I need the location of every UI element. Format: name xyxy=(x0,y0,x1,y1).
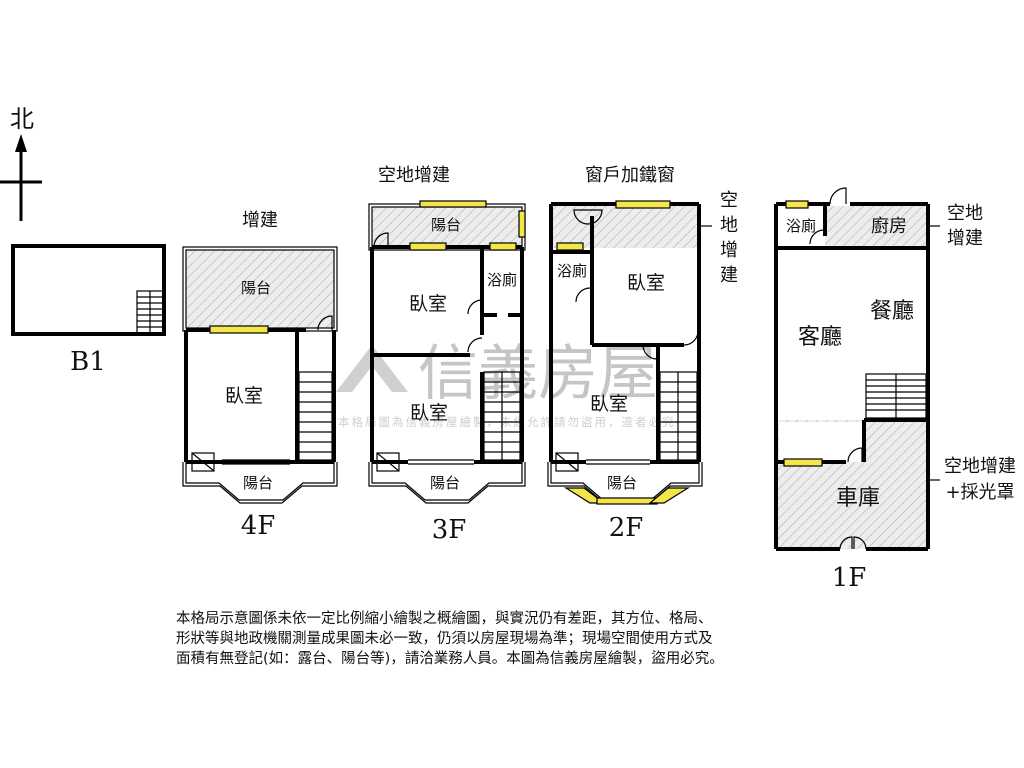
floor-1f: 浴廁 廚房 空地 增建 客廳 餐廳 車庫 空地增建 +採光罩 1F xyxy=(774,187,1016,593)
2f-window-note-label: 窗戶加鐵窗 xyxy=(585,165,675,186)
north-arrow-icon xyxy=(15,134,27,152)
4f-balcony-back-label: 陽台 xyxy=(241,279,271,297)
3f-bedroom-back-label: 臥室 xyxy=(409,293,447,315)
1f-window-garage xyxy=(783,458,823,467)
north-label: 北 xyxy=(10,105,34,133)
4f-bedroom-label: 臥室 xyxy=(225,385,263,407)
2f-balcony-front-label: 陽台 xyxy=(607,474,637,492)
3f-balcony-back-area xyxy=(372,207,522,247)
1f-main-door-icon xyxy=(839,536,867,550)
2f-door-top-icon xyxy=(573,209,603,225)
watermark: 信義房屋 本格局圖為信義房屋繪製，未經允許請勿盜用，違者必究 xyxy=(336,339,674,429)
4f-floor-label: 4F xyxy=(241,511,276,541)
1f-stairs-icon xyxy=(865,373,927,419)
4f-door-icon xyxy=(317,315,333,331)
1f-door-bath-icon xyxy=(809,229,825,245)
2f-window-bay-center xyxy=(596,497,658,505)
2f-door-bath-icon xyxy=(575,287,591,303)
disclaimer-line-2: 形狀等與地政機關測量成果圖未必一致，仍須以房屋現場為準；現場空間使用方式及 xyxy=(176,631,713,647)
3f-bedroom-front-label: 臥室 xyxy=(410,402,448,424)
2f-bathroom-label: 浴廁 xyxy=(557,262,587,280)
3f-door-back-icon xyxy=(373,232,389,248)
3f-stairs-icon xyxy=(483,371,521,461)
1f-living-label: 客廳 xyxy=(798,325,842,350)
3f-window-bedroom xyxy=(409,242,447,251)
4f-stairs-icon xyxy=(298,371,333,461)
2f-stairs-icon xyxy=(659,371,698,461)
3f-door-bath-icon xyxy=(467,299,483,315)
1f-floor-label: 1F xyxy=(832,563,867,593)
4f-annex-label: 增建 xyxy=(242,210,278,231)
4f-balcony-front-outline xyxy=(182,462,338,504)
1f-window-bathroom xyxy=(785,200,809,209)
2f-window-bathroom xyxy=(556,242,584,251)
4f-balcony-front-label: 陽台 xyxy=(243,474,273,492)
3f-window-top xyxy=(419,200,487,208)
2f-side-note-2: 地 xyxy=(720,215,738,236)
2f-side-note-3: 增 xyxy=(720,240,738,261)
1f-bathroom-label: 浴廁 xyxy=(786,217,816,235)
1f-annex-note-1: 空地 xyxy=(947,203,983,224)
1f-garage-note-2: +採光罩 xyxy=(945,482,1014,503)
2f-side-note-1: 空 xyxy=(720,190,738,211)
2f-floor-label: 2F xyxy=(609,513,644,543)
2f-inner-walls xyxy=(551,216,684,462)
2f-window-bay-right xyxy=(648,487,691,504)
b1-outline xyxy=(11,244,166,336)
2f-ac-unit-icon xyxy=(555,452,579,472)
floor-3f: 空地增建 陽台 臥室 浴廁 臥室 xyxy=(368,165,526,545)
3f-window-side xyxy=(518,210,526,238)
disclaimer-line-3: 面積有無登記(如：露台、陽台等)，請洽業務人員。本圖為信義房屋繪製，盜用必究。 xyxy=(176,651,724,667)
3f-balcony-front-outline xyxy=(368,462,526,504)
1f-kitchen-label: 廚房 xyxy=(871,215,907,237)
1f-inner-walls xyxy=(776,204,928,464)
disclaimer-line-1: 本格局示意圖係未依一定比例縮小繪製之概繪圖，與實況仍有差距，其方位、格局、 xyxy=(176,611,713,627)
compass: 北 xyxy=(0,105,42,221)
disclaimer-note: 本格局示意圖係未依一定比例縮小繪製之概繪圖，與實況仍有差距，其方位、格局、 形狀… xyxy=(176,609,876,669)
floor-b1: B1 xyxy=(11,244,166,377)
3f-floor-label: 3F xyxy=(432,515,467,545)
b1-stairs-icon xyxy=(136,290,164,334)
3f-inner-walls xyxy=(372,247,522,462)
1f-garage-label: 車庫 xyxy=(836,486,880,511)
4f-ac-unit-icon xyxy=(191,452,215,472)
1f-kitchen-annex-area xyxy=(825,206,928,248)
3f-balcony-back-label: 陽台 xyxy=(431,216,461,234)
4f-window-back xyxy=(209,325,269,334)
floor-4f: 增建 陽台 臥室 陽台 4F xyxy=(182,210,338,541)
3f-bathroom-label: 浴廁 xyxy=(487,271,517,289)
1f-garage-note-1: 空地增建 xyxy=(944,456,1016,477)
1f-dining-label: 餐廳 xyxy=(870,299,914,324)
3f-annex-label: 空地增建 xyxy=(378,165,450,186)
1f-door-back-icon xyxy=(829,187,847,205)
3f-door-icon xyxy=(467,337,483,353)
2f-bedroom-back-label: 臥室 xyxy=(627,272,665,294)
2f-door-bed-icon xyxy=(683,330,699,346)
3f-window-bathroom xyxy=(489,242,517,251)
2f-side-note-4: 建 xyxy=(720,265,738,286)
3f-balcony-front-label: 陽台 xyxy=(430,474,460,492)
2f-window-top xyxy=(615,200,671,209)
watermark-brand: 信義房屋 xyxy=(418,339,658,409)
4f-balcony-back-area xyxy=(186,250,334,328)
3f-ac-unit-icon xyxy=(376,452,400,472)
2f-open-annex-area xyxy=(551,206,699,248)
1f-door-garage-icon xyxy=(847,447,863,463)
b1-floor-label: B1 xyxy=(70,347,106,377)
2f-bedroom-front-label: 臥室 xyxy=(590,393,628,415)
floor-2f: 窗戶加鐵窗 空 地 增 建 浴廁 臥室 臥室 xyxy=(547,165,738,543)
1f-annex-note-2: 增建 xyxy=(947,228,983,249)
